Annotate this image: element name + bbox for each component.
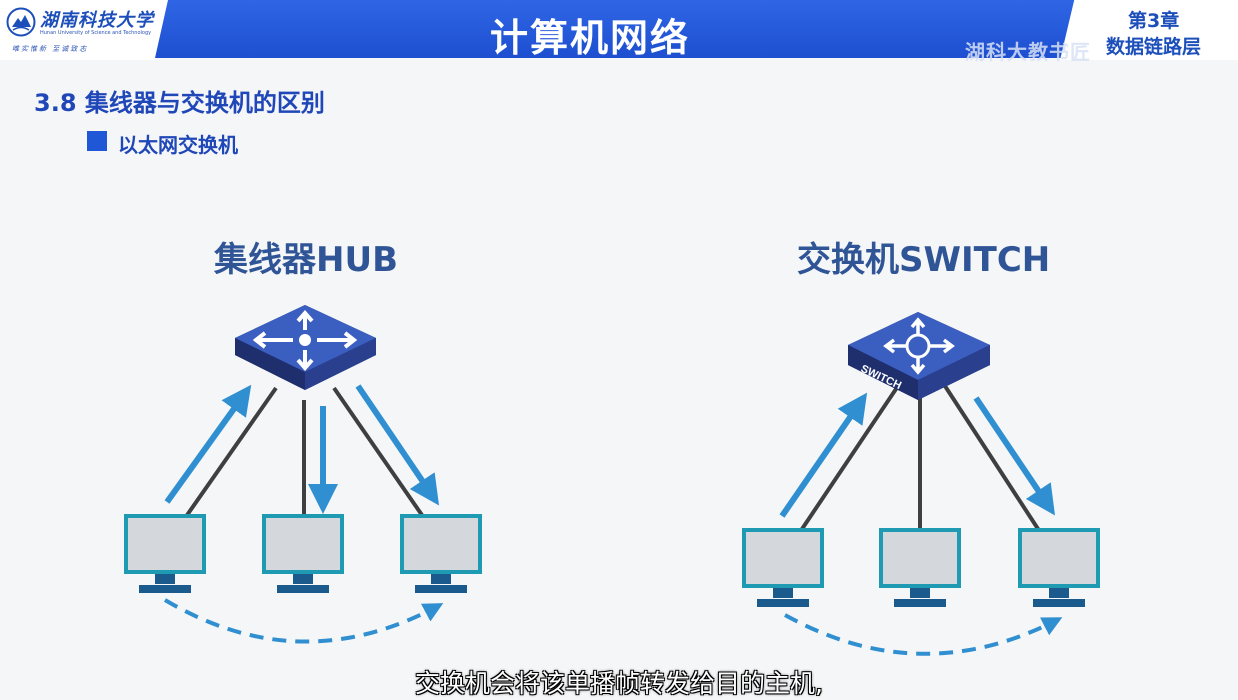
hub-dashed-path (163, 598, 444, 644)
video-subtitle: 交换机会将该单播帧转发给目的主机, (415, 669, 823, 698)
hub-host-middle (262, 514, 344, 595)
section-title: 3.8 集线器与交换机的区别 (34, 89, 325, 117)
hub-links (183, 386, 426, 520)
university-emblem-icon (6, 7, 36, 37)
chapter-name: 数据链路层 (1106, 36, 1202, 58)
chapter-number: 第3章 (1128, 10, 1180, 32)
bullet-square-icon (87, 131, 107, 151)
university-name: 湖南科技大学 (40, 10, 154, 31)
chapter-panel (1060, 0, 1238, 60)
switch-device-icon: SWITCH (848, 312, 990, 400)
bullet-text: 以太网交换机 (118, 133, 238, 157)
hub-diagram-title: 集线器HUB (214, 240, 398, 280)
hub-device-icon (235, 305, 376, 390)
switch-host-right (1018, 528, 1100, 609)
watermark: 湖科大教书匠 (965, 40, 1091, 64)
switch-host-middle (879, 528, 961, 609)
switch-frame-arrows (779, 392, 1056, 518)
hub-host-left (124, 514, 206, 595)
switch-host-left (742, 528, 824, 609)
course-title: 计算机网络 (490, 16, 691, 60)
university-motto: 唯实惟新 至诚致志 (12, 45, 89, 53)
switch-dashed-path (784, 613, 1063, 656)
switch-diagram-title: 交换机SWITCH (797, 240, 1051, 280)
hub-frame-arrows (164, 384, 440, 514)
switch-links (798, 384, 1042, 534)
header-bar (0, 0, 1238, 58)
university-english-name: Hunan University of Science and Technolo… (40, 30, 152, 36)
hub-host-right (400, 514, 482, 595)
